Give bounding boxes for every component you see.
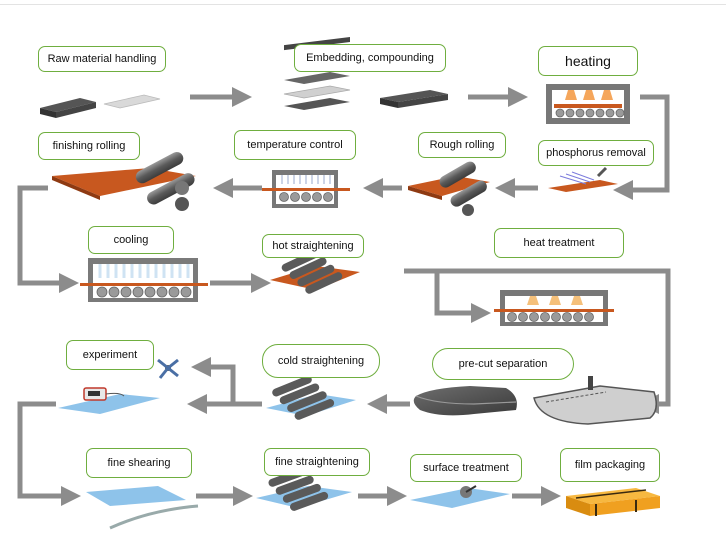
label-pre-cut-separation: pre-cut separation <box>432 348 574 380</box>
label-rough-rolling: Rough rolling <box>418 132 506 158</box>
cold-straightening-illustration <box>266 375 356 420</box>
temperature-control-illustration <box>262 170 350 208</box>
hot-straightening-illustration <box>270 250 360 294</box>
phosphorus-removal-illustration <box>548 166 618 192</box>
label-heat-treatment: heat treatment <box>494 228 624 258</box>
experiment-illustration <box>58 358 179 414</box>
pre-cut-coil-illustration <box>413 386 517 416</box>
arrow-heattreat-loop <box>434 271 491 323</box>
arrow-cold-to-experiment <box>191 357 262 407</box>
pre-cut-sheet-illustration <box>533 376 657 425</box>
surface-treatment-illustration <box>410 485 510 508</box>
arrow-heating-to-phosphorus <box>613 94 670 200</box>
label-embedding-compounding: Embedding, compounding <box>294 44 446 72</box>
finishing-rolling-illustration <box>52 151 196 211</box>
label-surface-treatment: surface treatment <box>410 454 522 482</box>
rough-rolling-illustration <box>408 161 490 216</box>
label-film-packaging: film packaging <box>560 448 660 482</box>
label-finishing-rolling: finishing rolling <box>38 132 140 160</box>
label-phosphorus-removal: phosphorus removal <box>538 140 654 166</box>
label-fine-straightening: fine straightening <box>264 448 370 476</box>
label-heating: heating <box>538 46 638 76</box>
window-top-edge <box>0 0 726 5</box>
label-fine-shearing: fine shearing <box>86 448 192 478</box>
label-experiment: experiment <box>66 340 154 370</box>
label-cold-straightening: cold straightening <box>262 344 380 378</box>
arrow-experiment-to-fineshear <box>17 401 81 506</box>
fine-shearing-illustration <box>86 486 199 530</box>
raw-material-plates-illustration <box>40 94 161 118</box>
label-hot-straightening: hot straightening <box>262 234 364 258</box>
label-temperature-control: temperature control <box>234 130 356 160</box>
label-cooling: cooling <box>88 226 174 254</box>
heat-treatment-furnace-illustration <box>494 290 614 326</box>
film-packaging-illustration <box>566 488 660 516</box>
label-raw-material-handling: Raw material handling <box>38 46 166 72</box>
arrow-hotstraight-to-heattreat <box>404 268 671 414</box>
heating-furnace-illustration <box>546 84 630 124</box>
cooling-illustration <box>80 258 208 302</box>
arrow-finish-to-cooling <box>17 185 79 293</box>
